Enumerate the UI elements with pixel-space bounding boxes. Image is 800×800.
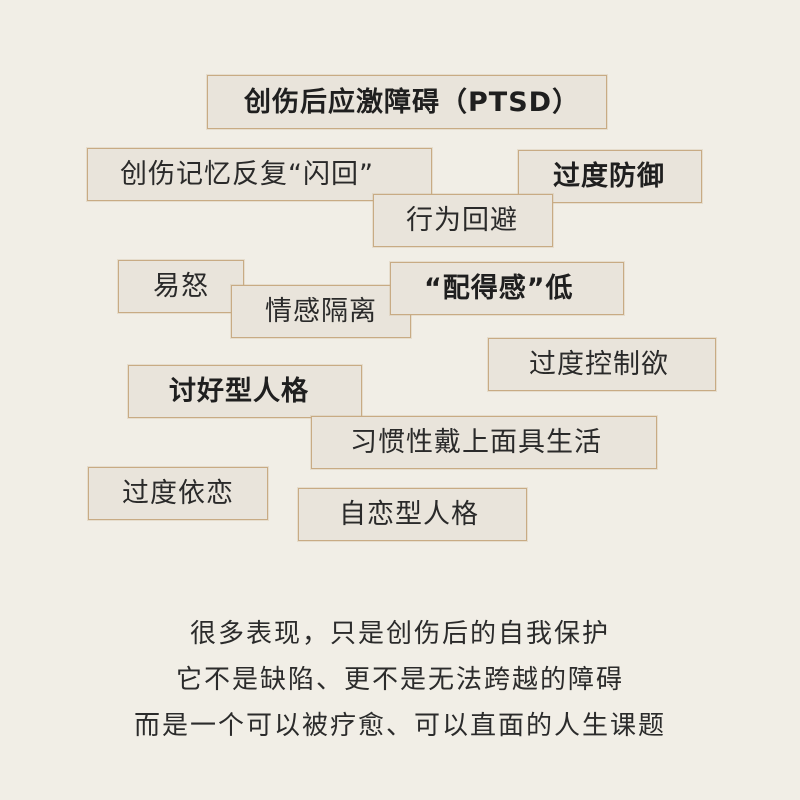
- tag-overdefense: 过度防御: [518, 150, 702, 203]
- tag-flashback-label: 创伤记忆反复“闪回”: [120, 159, 374, 190]
- tag-avoidance-label: 行为回避: [406, 205, 518, 236]
- tag-irritable-label: 易怒: [153, 271, 209, 302]
- tag-irritable: 易怒: [118, 260, 244, 313]
- tag-mask: 习惯性戴上面具生活: [311, 416, 657, 469]
- tag-avoidance: 行为回避: [373, 194, 553, 247]
- caption-line-3: 而是一个可以被疗愈、可以直面的人生课题: [133, 711, 666, 741]
- tag-overcontrol-label: 过度控制欲: [529, 349, 669, 380]
- tag-pleaser: 讨好型人格: [128, 365, 362, 418]
- caption-line-2: 它不是缺陷、更不是无法跨越的障碍: [175, 665, 624, 695]
- tag-isolation: 情感隔离: [231, 285, 411, 338]
- tag-pleaser-label: 讨好型人格: [169, 376, 309, 407]
- caption-line-1: 很多表现，只是创伤后的自我保护: [189, 619, 610, 649]
- tag-narcissist-label: 自恋型人格: [339, 499, 479, 530]
- tag-dependence-label: 过度依恋: [122, 478, 234, 509]
- tag-ptsd: 创伤后应激障碍（PTSD）: [207, 75, 607, 129]
- tag-isolation-label: 情感隔离: [265, 296, 377, 327]
- tag-dependence: 过度依恋: [88, 467, 268, 520]
- tag-unworthy: “配得感”低: [390, 262, 624, 315]
- tag-mask-label: 习惯性戴上面具生活: [350, 427, 602, 458]
- tag-ptsd-label: 创伤后应激障碍（PTSD）: [244, 86, 581, 118]
- tag-flashback: 创伤记忆反复“闪回”: [87, 148, 432, 201]
- tag-overcontrol: 过度控制欲: [488, 338, 716, 391]
- tag-unworthy-label: “配得感”低: [424, 273, 574, 304]
- tag-narcissist: 自恋型人格: [298, 488, 527, 541]
- tag-overdefense-label: 过度防御: [553, 161, 665, 192]
